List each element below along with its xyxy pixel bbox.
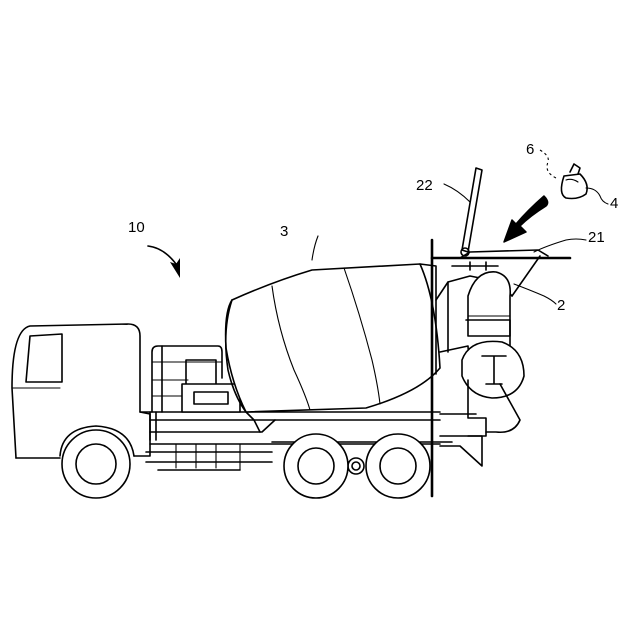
label-truck: 10	[128, 219, 145, 236]
contents-leader	[540, 150, 556, 178]
rear-wheel-2	[366, 434, 430, 498]
label-drum: 3	[280, 223, 288, 240]
hopper-lid	[461, 168, 482, 256]
loading-platform	[432, 250, 570, 270]
rear-wheel-1	[284, 434, 348, 498]
label-platform: 21	[588, 229, 605, 246]
mixer-drum	[226, 264, 440, 432]
garbage-bag-icon	[561, 164, 587, 199]
label-bag: 4	[610, 195, 618, 212]
label-hopper: 2	[557, 297, 565, 314]
label-hopper-lid: 22	[416, 177, 433, 194]
label-contents: 6	[526, 141, 534, 158]
front-wheel	[62, 430, 130, 498]
loading-direction-arrow-icon	[504, 196, 548, 242]
